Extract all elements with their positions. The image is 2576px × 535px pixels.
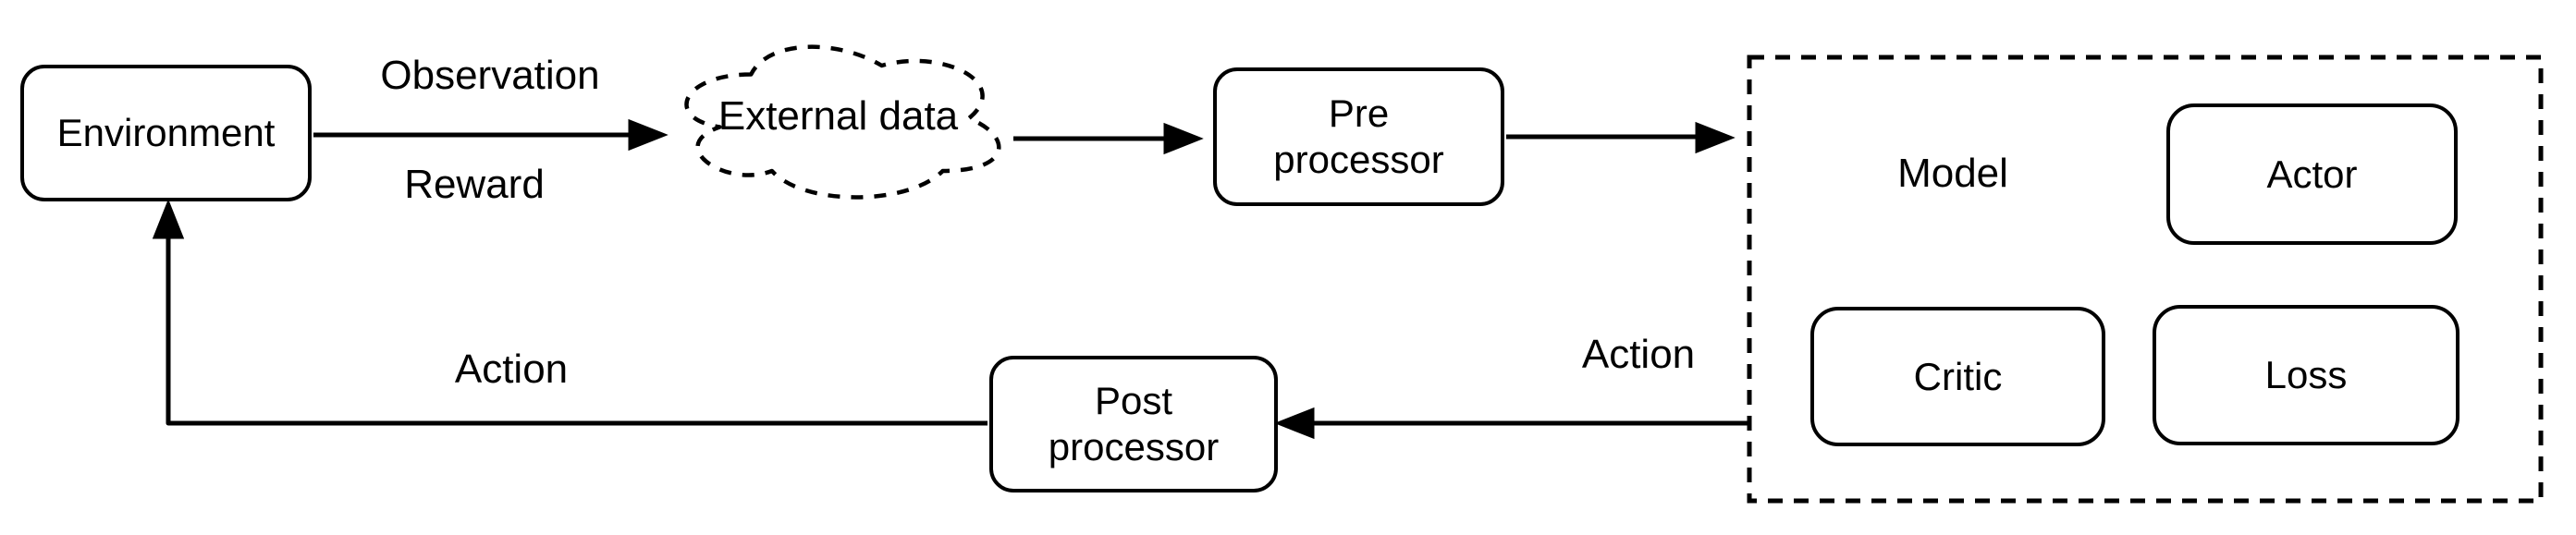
action-left-edge-label: Action (454, 347, 569, 392)
model-group-label: Model (1897, 151, 2008, 196)
postprocessor-to-environment-arrowhead (152, 199, 185, 239)
cloud-to-preprocessor-arrowhead (1163, 122, 1204, 155)
environment-to-cloud-arrowhead (628, 118, 669, 152)
actor-node: Actor (2166, 103, 2458, 245)
environment-node: Environment (20, 65, 312, 201)
action-right-edge-label: Action (1581, 332, 1696, 377)
postprocessor-to-environment-arrow-line (166, 238, 987, 426)
reward-edge-label: Reward (404, 162, 545, 207)
preprocessor-to-model-arrowhead (1695, 121, 1736, 154)
post-processor-node: Post processor (989, 356, 1278, 492)
pre-processor-node: Pre processor (1213, 67, 1504, 206)
loss-node: Loss (2153, 305, 2459, 445)
observation-edge-label: Observation (380, 53, 600, 98)
external-data-cloud (684, 44, 1001, 200)
model-group-box (1747, 55, 2544, 504)
critic-node: Critic (1810, 307, 2105, 446)
external-data-label: External data (718, 93, 959, 139)
model-to-postprocessor-arrowhead (1274, 407, 1315, 440)
